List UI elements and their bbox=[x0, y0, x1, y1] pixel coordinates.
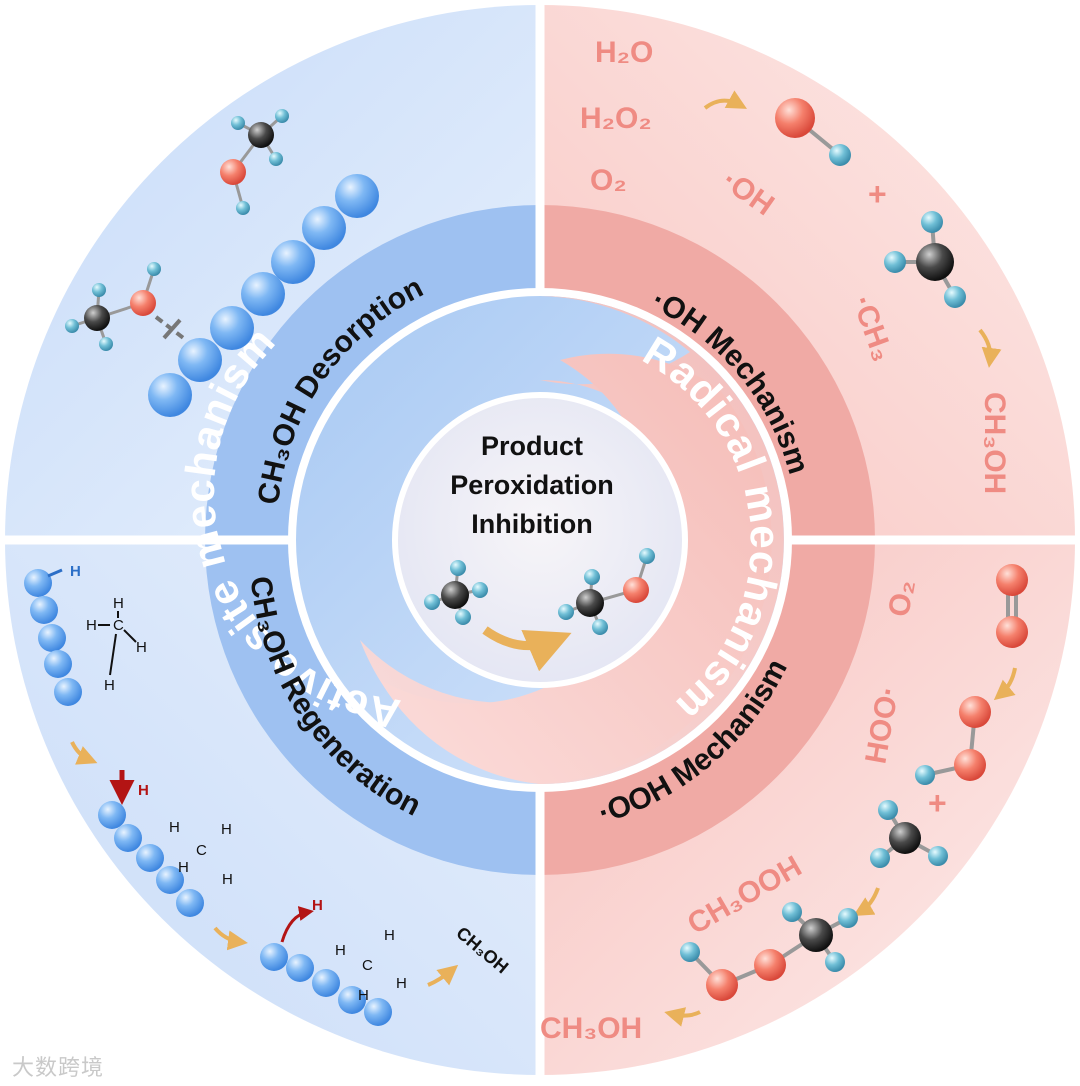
chain2-h-label: H bbox=[138, 782, 149, 799]
methane-struct-2: H C H H H bbox=[169, 819, 233, 888]
center-line-2: Peroxidation bbox=[450, 470, 614, 500]
arrow-regen-1 bbox=[70, 741, 98, 765]
methane-struct-3: H C H H H bbox=[335, 927, 407, 1004]
label-ch3oh-bottom-right: CH₃OH bbox=[540, 1012, 642, 1045]
label-h2o2: H₂O₂ bbox=[580, 102, 652, 135]
svg-text:H: H bbox=[358, 987, 369, 1004]
label-ch3oh-top: CH₃OH bbox=[978, 392, 1011, 494]
arrow-to-ch3oh-bottom bbox=[664, 1007, 701, 1027]
svg-text:C: C bbox=[196, 842, 207, 859]
chain1-h-label: H bbox=[70, 563, 81, 580]
arrow-regen-2 bbox=[213, 926, 248, 951]
catalyst-chain-top-left bbox=[148, 174, 379, 417]
svg-text:H: H bbox=[221, 821, 232, 838]
svg-text:H: H bbox=[86, 617, 97, 634]
center-methanol-molecule bbox=[558, 548, 655, 635]
catalyst-chain-2: H bbox=[98, 770, 204, 917]
desorbed-methanol bbox=[220, 109, 289, 215]
arrow-to-oh bbox=[703, 90, 747, 110]
svg-text:H: H bbox=[335, 942, 346, 959]
watermark: 大数跨境 bbox=[12, 1056, 105, 1081]
arrow-to-ch3ooh bbox=[853, 887, 880, 917]
center-arrow bbox=[482, 626, 572, 672]
catalyst-chain-3: H bbox=[260, 897, 392, 1026]
svg-text:C: C bbox=[113, 617, 124, 634]
plus-bottom: + bbox=[928, 785, 947, 821]
svg-text:H: H bbox=[178, 859, 189, 876]
o2-molecule bbox=[996, 564, 1028, 648]
ch3-molecule-bottom bbox=[870, 800, 948, 868]
svg-text:C: C bbox=[362, 957, 373, 974]
svg-text:H: H bbox=[136, 639, 147, 656]
arrow-to-ch3oh bbox=[978, 328, 1002, 368]
ooh-molecule bbox=[915, 696, 991, 785]
center-methane-molecule bbox=[424, 560, 488, 625]
svg-text:H: H bbox=[113, 595, 124, 612]
chain3-h-label: H bbox=[312, 897, 323, 914]
plus-top: + bbox=[868, 176, 887, 212]
svg-text:H: H bbox=[222, 871, 233, 888]
center-line-1: Product bbox=[481, 431, 583, 461]
svg-text:H: H bbox=[169, 819, 180, 836]
center-line-3: Inhibition bbox=[471, 509, 592, 539]
label-o2-top: O₂ bbox=[590, 164, 627, 197]
arrow-o2-to-ooh bbox=[993, 667, 1017, 701]
svg-text:H: H bbox=[384, 927, 395, 944]
ch3-molecule bbox=[884, 211, 966, 308]
oh-molecule bbox=[775, 98, 851, 166]
catalyst-chain-1: H bbox=[24, 563, 82, 706]
arrow-regen-3 bbox=[427, 964, 459, 987]
svg-text:H: H bbox=[396, 975, 407, 992]
label-o2-bottom: O₂ bbox=[882, 577, 921, 619]
svg-text:H: H bbox=[104, 677, 115, 694]
adsorbed-methanol bbox=[65, 262, 188, 351]
methane-struct-1: H C H H H bbox=[86, 595, 147, 694]
label-h2o: H₂O bbox=[595, 36, 653, 69]
ch3ooh-molecule bbox=[680, 902, 858, 1001]
